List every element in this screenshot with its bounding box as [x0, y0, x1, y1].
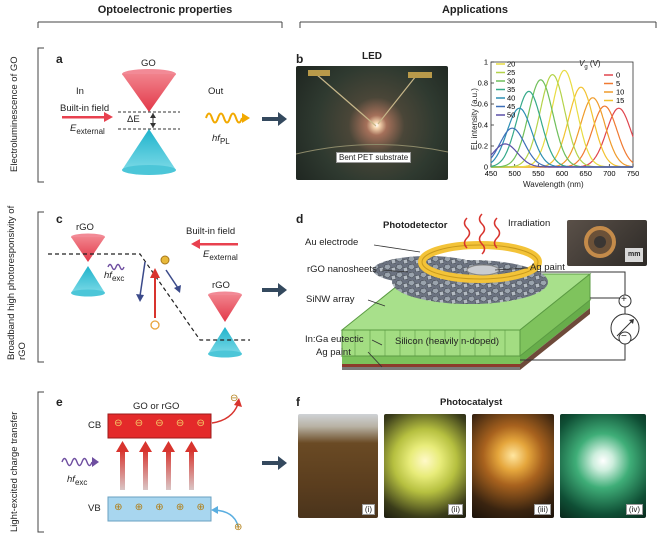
rgo-left-label: rGO	[76, 222, 94, 233]
photodetector-title: Photodetector	[383, 220, 448, 231]
x-tick-label: 600	[556, 169, 569, 178]
beaker-photo-3: (iii)	[472, 414, 554, 518]
beaker-photo-4: (iv)	[560, 414, 646, 518]
hole-c	[150, 320, 160, 330]
x-tick-label: 650	[579, 169, 592, 178]
y-tick-label: 0.4	[478, 121, 488, 130]
ag-paint-bottom-label: Ag paint	[316, 347, 351, 358]
circuit-minus: −	[621, 331, 627, 342]
x-tick-label: 550	[532, 169, 545, 178]
beaker-tag-1: (i)	[361, 504, 375, 515]
go-or-rgo-label: GO or rGO	[133, 401, 180, 412]
led-photo: Bent PET substrate	[296, 66, 448, 180]
out-label: Out	[208, 86, 224, 97]
e-external-c: Eexternal	[203, 249, 238, 262]
electron-out-arrow	[211, 403, 239, 424]
sinw-array-label: SiNW array	[306, 294, 355, 305]
x-tick-label: 500	[508, 169, 521, 178]
y-tick-label: 0.2	[478, 142, 488, 151]
legend-label-0: 0	[616, 71, 620, 80]
legend-label-40: 40	[507, 94, 515, 103]
legend-label-10: 10	[616, 88, 624, 97]
legend-label-30: 30	[507, 77, 515, 86]
legend-label-35: 35	[507, 85, 515, 94]
beaker-tag-4: (iv)	[625, 504, 643, 515]
silicon-label: Silicon (heavily n-doped)	[395, 336, 500, 347]
x-tick-label: 700	[603, 169, 616, 178]
photon-exc-wave-e	[61, 457, 93, 467]
cb-label: CB	[88, 420, 102, 431]
escaped-electron: ⊖	[230, 393, 239, 404]
chart-xlabel: Wavelength (nm)	[523, 180, 584, 189]
photon-out-wave	[205, 112, 243, 124]
inga-label: In:Ga eutectic	[305, 334, 364, 345]
header-applications: Applications	[441, 4, 508, 16]
beaker-photo-1: (i)	[298, 414, 378, 518]
cb-band	[107, 413, 212, 439]
input-arrow	[62, 112, 113, 122]
chart-legend-title: Vg (V)	[579, 59, 601, 71]
legend-label-25: 25	[507, 68, 515, 77]
legend-label-5: 5	[616, 79, 620, 88]
inset-scale-label: mm	[628, 251, 641, 258]
y-tick-label: 0.6	[478, 100, 488, 109]
photocatalyst-title: Photocatalyst	[440, 397, 503, 408]
go-label: GO	[141, 58, 156, 69]
beaker-tag-2: (ii)	[448, 504, 463, 515]
e-external-a: Eexternal	[70, 123, 105, 136]
panel-c-letter: c	[56, 212, 63, 226]
photon-exc-wave-c	[107, 263, 125, 271]
incoming-hole: ⊕	[234, 522, 243, 533]
in-label: In	[76, 86, 84, 97]
builtin-arrow-c	[191, 239, 238, 249]
panel-d-letter: d	[296, 212, 304, 226]
legend-label-45: 45	[507, 102, 515, 111]
vb-label: VB	[88, 503, 101, 514]
panel-f-letter: f	[296, 395, 300, 409]
delta-e-label: ΔE	[127, 114, 140, 125]
legend-label-15: 15	[616, 96, 624, 105]
y-tick-label: 1	[484, 58, 488, 67]
excitation-arrows-e	[116, 441, 198, 490]
beaker-tag-3: (iii)	[534, 504, 551, 515]
beaker-photo-2: (ii)	[384, 414, 466, 518]
builtin-field-label-a: Built-in field	[60, 103, 110, 114]
excitation-arrow-c	[136, 261, 181, 318]
irradiation-label: Irradiation	[508, 218, 551, 229]
device-photo-inset: mm	[567, 220, 647, 266]
au-electrode-label: Au electrode	[305, 237, 359, 248]
panel-e-letter: e	[56, 395, 63, 409]
band-edge-dashed	[48, 253, 250, 341]
x-tick-label: 450	[485, 169, 498, 178]
builtin-field-label-c: Built-in field	[186, 226, 236, 237]
panel-b-letter: b	[296, 52, 304, 66]
y-tick-label: 0.8	[478, 79, 488, 88]
hf-exc-label-c: hfexc	[104, 270, 125, 283]
hf-pl-label: hfPL	[212, 133, 230, 146]
y-tick-label: 0	[484, 163, 488, 172]
rgo-nanosheets-label: rGO nanosheets	[307, 264, 377, 275]
circuit-plus: +	[621, 294, 627, 305]
x-tick-label: 750	[627, 169, 640, 178]
ag-paint-top-label: Ag paint	[530, 262, 565, 273]
panel-a-letter: a	[56, 52, 63, 66]
bent-pet-substrate-label: Bent PET substrate	[336, 152, 412, 163]
rgo-left-cone	[71, 233, 105, 297]
holes-vb: ⊕⊕⊕⊕⊕	[114, 502, 205, 513]
electrons-cb: ⊖⊖⊖⊖⊖	[114, 418, 205, 429]
header-optoelectronic: Optoelectronic properties	[97, 4, 233, 16]
led-title: LED	[362, 51, 382, 62]
vb-band	[107, 496, 212, 522]
legend-label-50: 50	[507, 111, 515, 120]
go-bandcone	[118, 69, 180, 175]
electron-c	[160, 255, 170, 265]
legend-label-20: 20	[507, 60, 515, 69]
series-line-50	[490, 143, 633, 168]
hf-exc-label-e: hfexc	[67, 474, 88, 487]
rgo-right-cone	[208, 291, 242, 358]
rgo-right-label: rGO	[212, 280, 230, 291]
